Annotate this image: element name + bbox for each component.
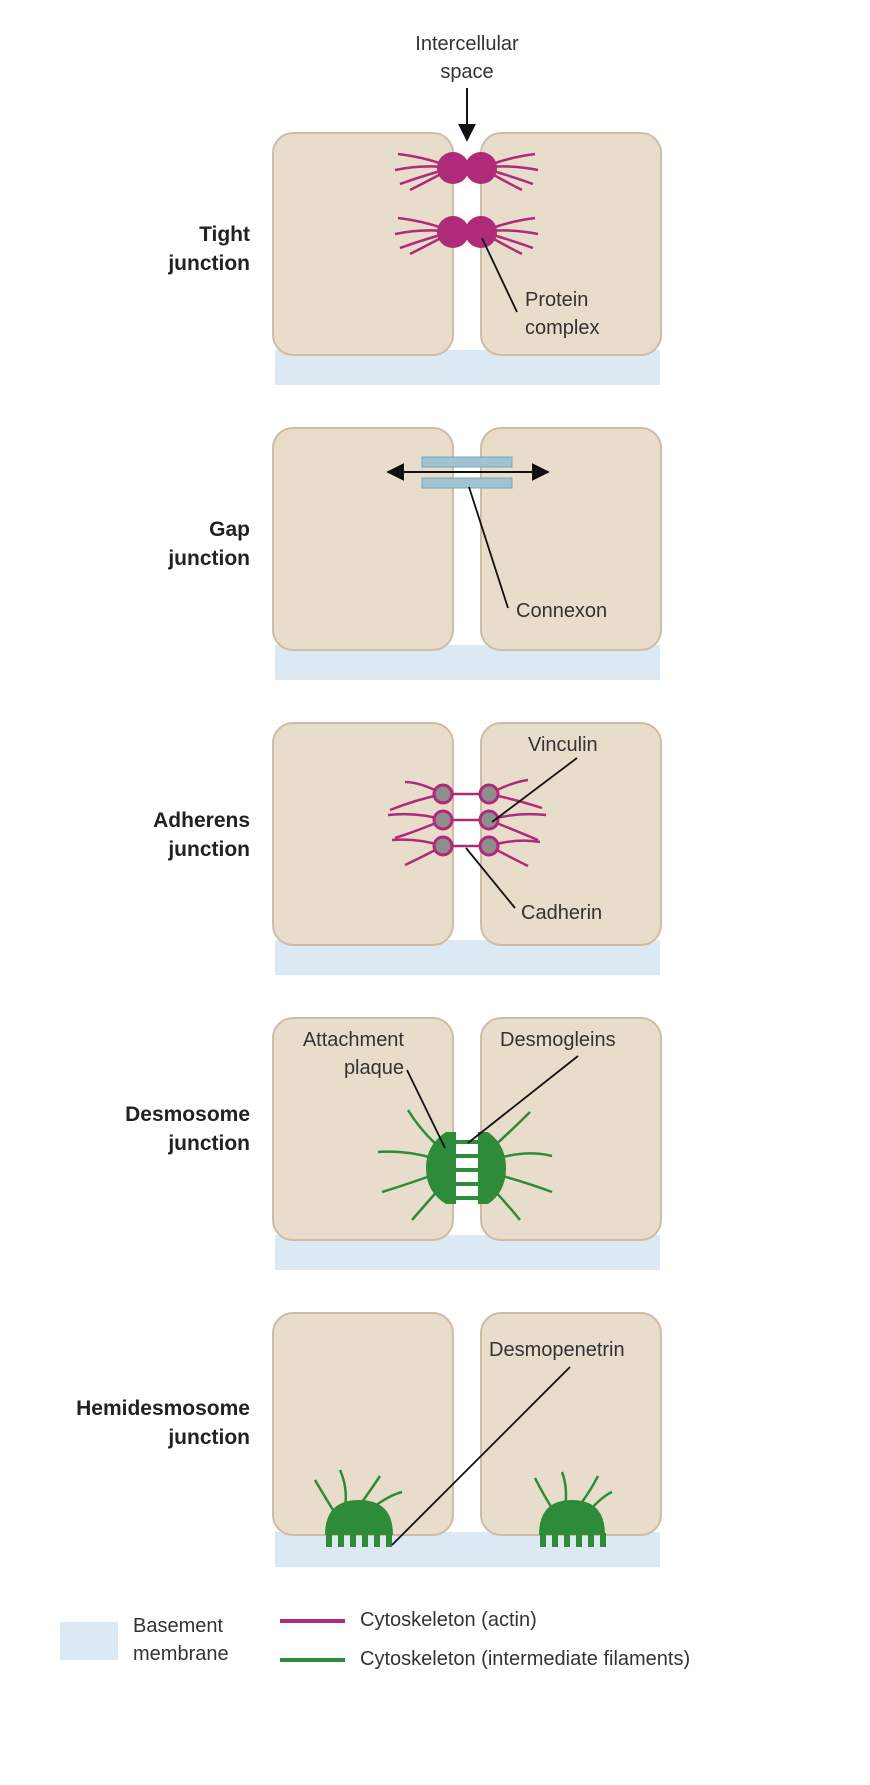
row-label-desmosome: Desmosome junction: [125, 1103, 250, 1155]
hemidesmosome-plaque-left: [325, 1500, 393, 1535]
intercellular-space-label: Intercellular space: [415, 33, 519, 83]
attachment-plaque-leader: [406, 1069, 446, 1149]
connexon-bottom: [421, 477, 513, 489]
callout-protein-complex: Protein complex: [525, 289, 600, 339]
legend-basement-label: Basement membrane: [133, 1615, 229, 1665]
desmopenetrin-leader: [391, 1366, 571, 1546]
hemidesmosome-plaque-right: [539, 1500, 605, 1535]
legend-basement-swatch: [60, 1622, 118, 1660]
legend-actin-label: Cytoskeleton (actin): [360, 1609, 537, 1631]
cell-right: [480, 722, 662, 946]
protein-complex-leader: [481, 237, 518, 313]
attachment-plaque-right: [478, 1132, 506, 1204]
desmoglein-bridges: [456, 1140, 478, 1200]
adherens-junction-panel: [272, 722, 662, 975]
protein-complex: [437, 152, 497, 248]
attachment-plaque-left: [426, 1132, 456, 1204]
desmogleins-leader: [467, 1055, 579, 1144]
row-label-gap: Gap junction: [168, 518, 250, 570]
callout-desmogleins: Desmogleins: [500, 1029, 616, 1051]
vinculin-nodes: [432, 783, 500, 857]
vinculin-leader: [491, 757, 578, 823]
cadherin-leader: [465, 847, 516, 909]
callout-connexon: Connexon: [516, 600, 608, 622]
row-label-tight: Tight junction: [168, 223, 250, 275]
callout-vinculin: Vinculin: [528, 734, 598, 756]
legend-intermediate-label: Cytoskeleton (intermediate filaments): [360, 1648, 691, 1670]
connexon-top: [421, 456, 513, 468]
tight-junction-panel: [272, 88, 662, 385]
gap-junction-panel: [272, 427, 662, 680]
cell-left: [272, 722, 454, 946]
cell-right: [480, 1017, 662, 1241]
row-label-hemidesmosome: Hemidesmosome junction: [76, 1397, 250, 1449]
anchoring-pegs: [326, 1533, 606, 1547]
desmosome-junction-panel: [272, 1017, 662, 1270]
hemidesmosome-junction-panel: [272, 1312, 662, 1567]
cell-left: [272, 427, 454, 651]
cell-right: [480, 427, 662, 651]
connexon-leader: [468, 486, 509, 609]
callout-cadherin: Cadherin: [521, 902, 603, 924]
callout-attachment-plaque: Attachment plaque: [302, 1029, 404, 1079]
callout-desmopenetrin: Desmopenetrin: [489, 1339, 625, 1361]
row-label-adherens: Adherens junction: [153, 809, 250, 861]
